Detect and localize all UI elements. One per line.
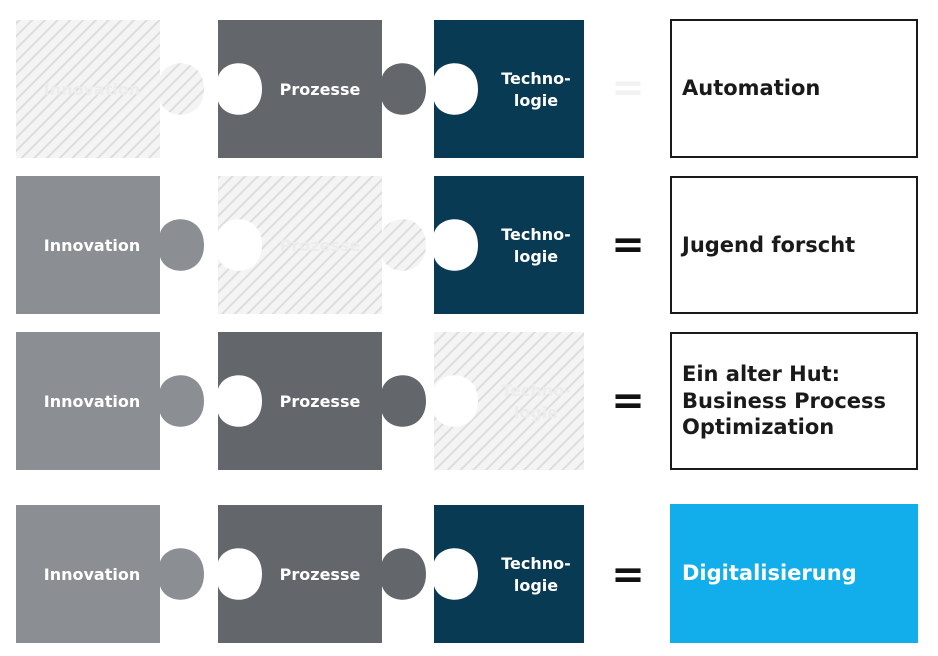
result-box-row-1: Automation [670, 19, 918, 158]
puzzle-piece-innovation-row-1 [16, 20, 204, 158]
puzzle-piece-prozesse-row-2 [218, 176, 426, 314]
puzzle-piece-technologie-row-1 [434, 20, 584, 158]
puzzle-label-prozesse-row-2: Prozesse [280, 236, 361, 255]
puzzle-label-innovation-row-3: Innovation [44, 392, 140, 411]
puzzle-label-innovation-row-2: Innovation [44, 236, 140, 255]
puzzle-label-technologie-row-2: Techno-logie [501, 225, 571, 266]
puzzle-label-innovation-row-4: Innovation [44, 565, 140, 584]
puzzle-piece-technologie-row-2 [434, 176, 584, 314]
result-box-row-4: Digitalisierung [670, 504, 918, 643]
equals-sign-row-1: = [611, 65, 645, 111]
puzzle-piece-technologie-row-4 [434, 505, 584, 643]
puzzle-label-technologie-row-4: Techno-logie [501, 554, 571, 595]
puzzle-label-prozesse-row-3: Prozesse [280, 392, 361, 411]
puzzle-label-prozesse-row-1: Prozesse [280, 80, 361, 99]
result-box-row-2: Jugend forscht [670, 176, 918, 314]
puzzle-piece-prozesse-row-1 [218, 20, 426, 158]
equals-sign-row-4: = [611, 552, 645, 598]
puzzle-piece-technologie-row-3 [434, 332, 584, 470]
puzzle-label-innovation-row-1: Innovation [44, 80, 140, 99]
puzzle-label-technologie-row-3: Techno-logie [501, 381, 571, 422]
puzzle-piece-innovation-row-2 [16, 176, 204, 314]
result-box-row-3: Ein alter Hut: Business Process Optimiza… [670, 332, 918, 470]
equals-sign-row-3: = [611, 378, 645, 424]
puzzle-piece-prozesse-row-3 [218, 332, 426, 470]
puzzle-piece-innovation-row-3 [16, 332, 204, 470]
puzzle-piece-prozesse-row-4 [218, 505, 426, 643]
equals-sign-row-2: = [611, 222, 645, 268]
puzzle-label-technologie-row-1: Techno-logie [501, 69, 571, 110]
puzzle-piece-innovation-row-4 [16, 505, 204, 643]
puzzle-label-prozesse-row-4: Prozesse [280, 565, 361, 584]
